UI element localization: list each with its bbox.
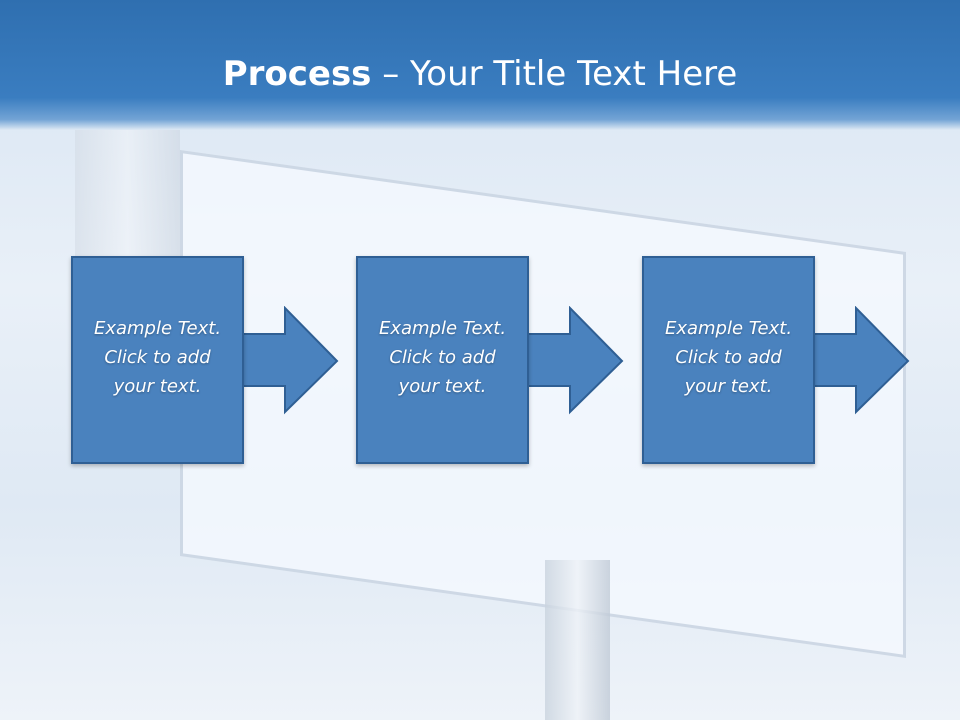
title-bar: Process – Your Title Text Here [0, 0, 960, 130]
arrow-right-icon [812, 306, 910, 415]
step-text: Example Text. Click to add your text. [93, 318, 222, 397]
step-text: Example Text. Click to add your text. [378, 318, 507, 397]
billboard-post [545, 560, 610, 720]
slide-title[interactable]: Process – Your Title Text Here [0, 54, 960, 94]
arrow-right-icon [526, 306, 624, 415]
step-box[interactable]: Example Text. Click to add your text. [642, 256, 815, 464]
title-bold: Process [222, 54, 372, 94]
step-box[interactable]: Example Text. Click to add your text. [356, 256, 529, 464]
step-box[interactable]: Example Text. Click to add your text. [71, 256, 244, 464]
step-text: Example Text. Click to add your text. [664, 318, 793, 397]
arrow-right-icon [241, 306, 339, 415]
title-rest: – Your Title Text Here [371, 54, 738, 94]
